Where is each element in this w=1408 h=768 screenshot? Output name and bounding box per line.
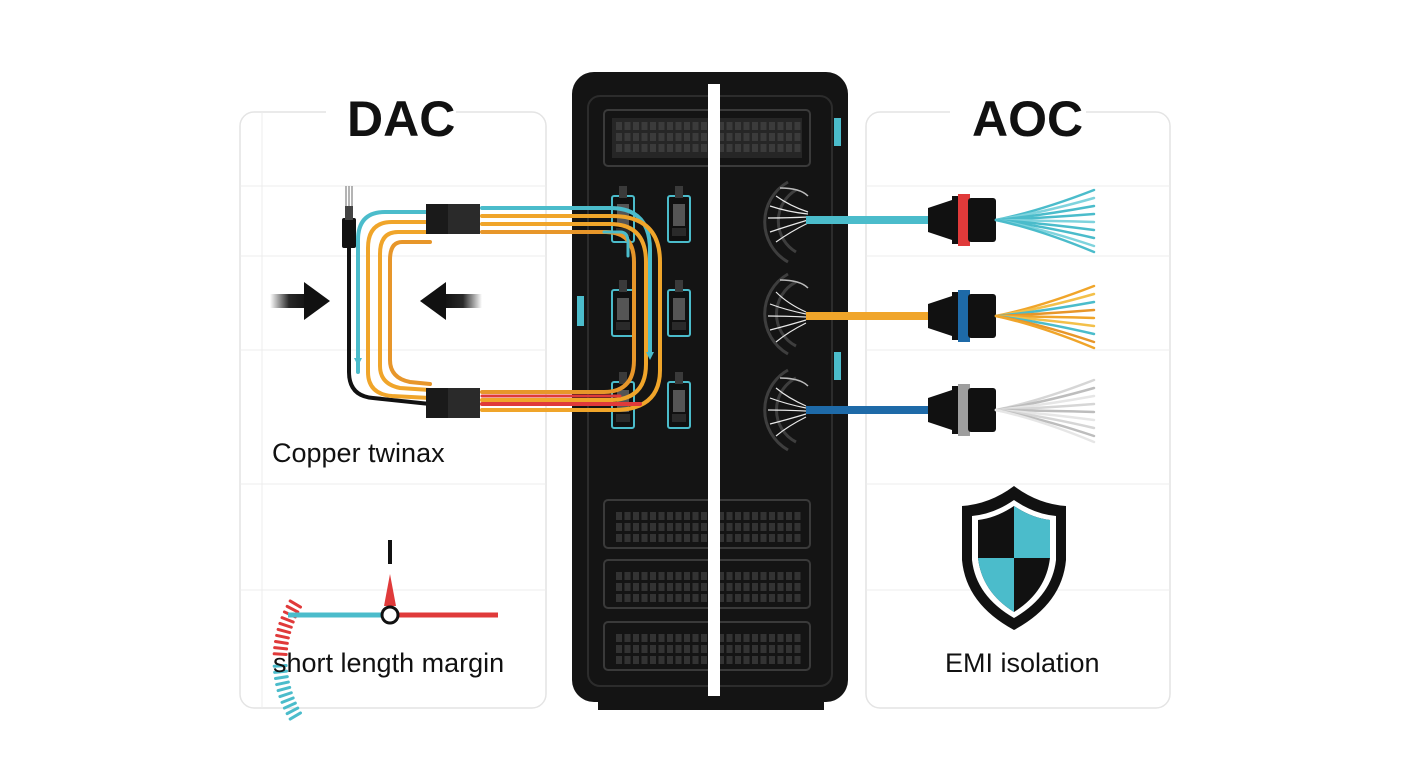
gauge-icon [272,540,498,721]
arrow-right-icon [270,282,330,320]
shield-icon [962,486,1066,630]
dac-panel [239,86,547,709]
aoc-cable-orange [806,290,996,342]
aoc-fiber-strands [994,188,1096,444]
sfp-port [611,280,635,337]
sfp-port [667,280,691,337]
sfp-port [667,372,691,429]
dac-connector-top [426,204,480,234]
aoc-shield-caption: EMI isolation [945,648,1100,678]
sfp-port [667,186,691,243]
dac-twinax-cables [347,206,662,412]
dac-cable-caption: Copper twinax [272,438,445,468]
dac-title: DAC [347,91,456,147]
arrow-left-icon [420,282,482,320]
aoc-cable-teal [806,194,996,246]
dac-plug-icon [342,186,356,248]
aoc-fiber-fans [767,195,809,437]
aoc-title: AOC [972,91,1084,147]
switch-bottom-vents [603,499,811,671]
aoc-cable-blue [806,384,996,436]
dac-connector-bottom [426,388,480,418]
switch-top-vent [603,109,811,167]
dac-gauge-caption: short length margin [273,648,505,678]
